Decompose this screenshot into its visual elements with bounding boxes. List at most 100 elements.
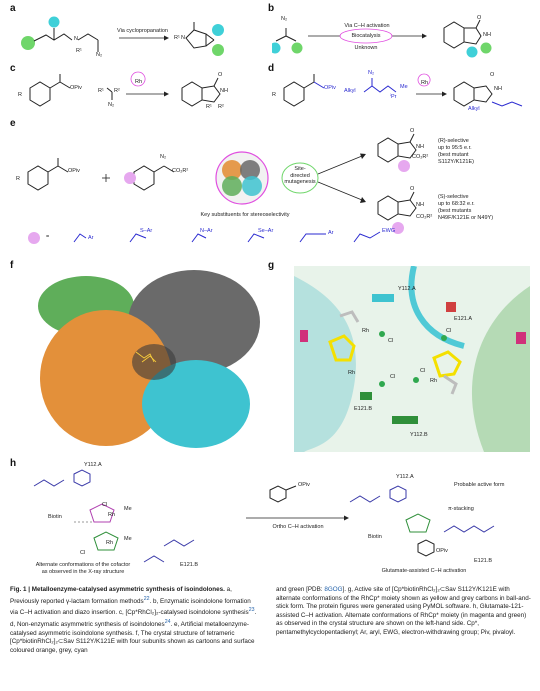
cl-label-g4: Cl [420,368,426,374]
panel-label-g: g [268,260,275,271]
cyan-product-dot [212,24,224,36]
biotin-label-h: Biotin [48,514,62,520]
green-product-dot [212,44,224,56]
protein-structure-image [38,270,260,448]
o-label-b: O [477,15,482,21]
key-substituents-label: Key substituents for stereoselectivity [200,212,290,218]
panel-f-protein [24,266,264,452]
nh-label-b: NH [483,32,491,38]
co2r2-label-e-r: CO₂R² [412,154,429,160]
co2r-label-e: CO₂R² [172,168,189,174]
purple-sphere-substrate [124,172,136,184]
panel-b-scheme [272,19,492,58]
o-label-e-r: O [410,128,415,134]
nh-label-e-r: NH [416,144,424,150]
rh-label-h1: Rh [108,512,116,518]
rh-label-c: Rh [135,79,143,85]
sub-n-ar: N‒Ar [200,228,213,234]
nh-label-d: NH [494,86,502,92]
cl-label-g1: Cl [388,338,394,344]
panel-g-active-site: Y112.A E121.A Rh Cl Cl Rh E121.B Y112.B … [294,266,530,452]
pdb-link[interactable]: 8GOG [324,586,343,593]
n2-label: N₂ [96,52,103,58]
caption-right1: and green [PDB: [276,586,325,593]
opiv-label-c: OPiv [70,85,82,91]
panel-label-e: e [10,118,16,129]
panel-h-scheme [33,469,495,563]
me-label-d: Me [400,84,408,90]
rh-label-g2: Rh [348,370,356,376]
y112a-r-label-h: Y112.A [396,474,414,480]
ipr-label-d: ⁱPr [390,94,397,100]
alkyl2-label-d: Alkyl [468,106,480,112]
biocatalysis-label: Biocatalysis [351,33,381,39]
r2p-label-c: R² [218,104,224,110]
cl-label-g3: Cl [446,328,452,334]
purple-sphere-s [392,222,404,234]
r2-label-c: R² [114,88,120,94]
arrow-label-a: Via cyclopropanation [117,28,168,34]
panel-c: R OPiv R¹ R² N₂ Rh O NH R¹ R² [14,68,262,118]
plus-r1-c: R¹ [98,88,104,94]
cl-label-g2: Cl [390,374,396,380]
sub-s-ar: S‒Ar [140,228,153,234]
opiv-label-e: OPiv [68,168,80,174]
green-substituent-dot [21,36,35,50]
opiv-label-h: OPiv [298,482,310,488]
cyan-substituent-dot [48,16,60,28]
caption-ref-23[interactable]: 23 [248,607,255,614]
arrow-label-b: Via C–H activation [344,23,390,29]
sub-alkyne-ar: Ar [328,230,334,236]
equals-label: = [46,234,50,240]
caption-p3: . d, Non-enzymatic asymmetric synthesis … [10,609,257,629]
rh-label-d: Rh [421,80,429,86]
panel-label-d: d [268,63,275,74]
green-prod-b [480,42,492,54]
panel-label-a: a [10,3,16,14]
n2-label-c: N₂ [108,102,115,108]
mutagenesis-label: Site- directed mutagenesis [284,166,316,185]
caption-right2: ]. g, Active site of [Cp*biotinRhCl₂]₂⊂S… [276,586,531,636]
purple-sphere-r [398,160,410,172]
nh-label-c: NH [220,88,228,94]
nprod-label: N [181,35,185,41]
panel-h: Y112.A Biotin Rh Rh Cl Cl Me Me E121.B A… [14,462,536,580]
caption-p2: . b, Enzymatic isoindolone formation via… [10,597,251,617]
enzyme-circle [215,151,269,205]
panel-e-scheme [27,133,417,244]
purple-sphere-key [28,232,40,244]
caption-ref-22[interactable]: 22 [143,595,150,602]
o-label-e-s: O [410,186,415,192]
caption-ref-24[interactable]: 24 [164,618,171,625]
r1-label: R¹ [76,48,82,54]
panel-d-scheme [283,73,523,107]
e121a-label: E121.A [454,316,473,322]
caption-p1: a, Previously reported γ-lactam formatio… [10,586,232,605]
r1b-label: R¹ [174,35,180,41]
opiv-label-d: OPiv [324,85,336,91]
stacking-label-h: π-stacking [448,506,474,512]
cl-label-h1: Cl [102,502,108,508]
o-label-c: O [218,72,223,78]
rh-label-g3: Rh [430,378,438,384]
r-label-c: R [18,92,22,98]
probable-label-h: Probable active form [454,482,505,488]
panel-label-b: b [268,3,275,14]
panel-a: Via cyclopropanation N R¹ N₂ R¹ N [14,8,242,63]
biocatalysis-bubble [339,28,393,44]
me-label-h1: Me [124,506,132,512]
sub-ar-1: Ar [88,235,94,241]
e121b-label-h: E121.B [180,562,199,568]
n2-label-e: N₂ [160,154,167,160]
panel-label-c: c [10,63,16,74]
me-label-h2: Me [124,536,132,542]
e121b-label: E121.B [354,406,373,412]
cl-label-h2: Cl [80,550,86,556]
s-selective-text: (S)-selective up to 68:32 e.r. (best mut… [438,194,494,221]
r-label-d: R [272,92,276,98]
biotin-r-label-h: Biotin [368,534,382,540]
right-caption-h: Glutamate-assisted C–H activation [381,568,467,574]
n-label: N [74,36,78,42]
r-selective-text: (R)-selective up to 95:5 e.r. (best muta… [438,138,474,165]
nh-label-e-s: NH [416,202,424,208]
